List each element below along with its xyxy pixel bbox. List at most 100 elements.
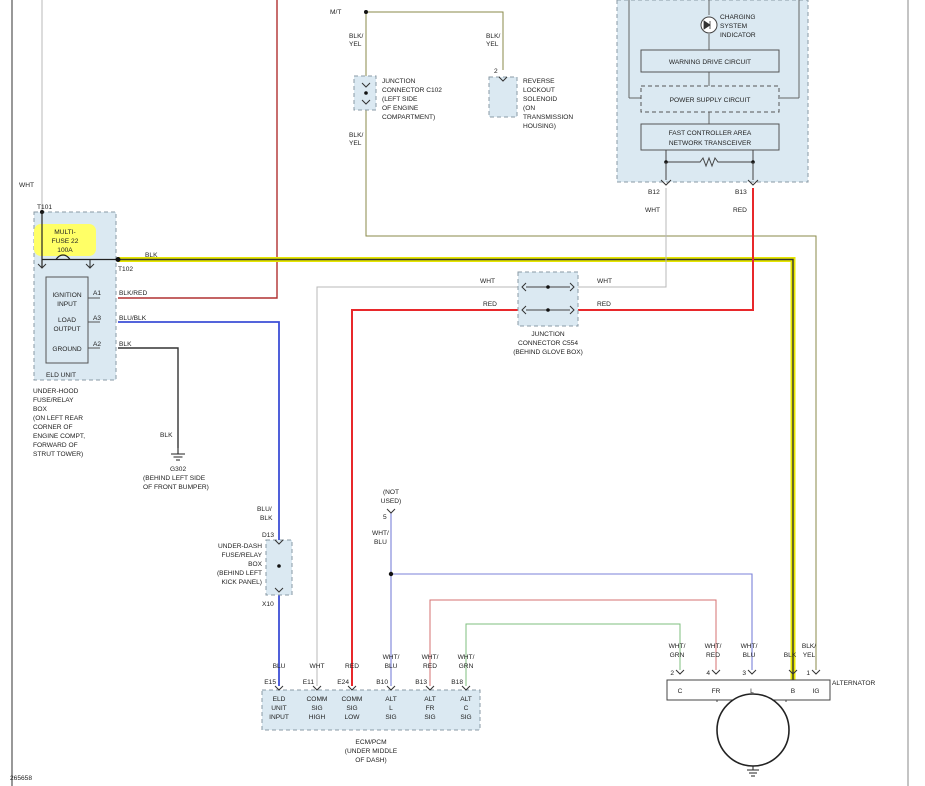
ground-g302-icon [171,448,185,461]
not-used-pin: 5 [383,514,387,521]
svg-text:JUNCTION: JUNCTION [531,331,565,338]
alternator-pin-2: 2 [670,670,674,677]
ecm-wire-label-5: WHT/ [458,654,475,661]
diagram-id: 265658 [10,775,32,782]
svg-text:(ON: (ON [523,105,535,112]
ecm-pin-function-3: SIG [385,714,396,721]
svg-text:SYSTEM: SYSTEM [720,23,747,30]
alternator-terminal-B: B [791,688,796,695]
svg-text:(ON LEFT REAR: (ON LEFT REAR [33,415,83,422]
wire-red-e24 [351,309,518,686]
can-transceiver-label-1: FAST CONTROLLER AREA [669,130,752,137]
alternator-wire-label-3: BLK [784,652,797,659]
svg-text:INDICATOR: INDICATOR [720,32,756,39]
ecm-pin-function-3: L [389,705,393,712]
ground-name: G302 [170,466,186,473]
c554-wht-left: WHT [480,278,495,285]
warning-drive-circuit-label: WARNING DRIVE CIRCUIT [669,59,751,66]
wire-blk-yel-ig [365,110,817,670]
eld-unit-label: ELD UNIT [46,372,76,379]
svg-text:FUSE/RELAY: FUSE/RELAY [33,397,74,404]
warning-drive-circuit [640,49,780,73]
alternator-name: ALTERNATOR [832,680,875,687]
ecm-wire-label-0: BLU [273,663,286,670]
wire-wht-e11 [316,286,518,686]
svg-text:CONNECTOR C554: CONNECTOR C554 [518,340,578,347]
power-supply-circuit [640,85,780,113]
power-supply-circuit-label: POWER SUPPLY CIRCUIT [670,97,751,104]
solenoid-label: REVERSELOCKOUTSOLENOID(ONTRANSMISSIONHOU… [523,78,573,130]
ecm-wire-label-4: RED [423,663,437,670]
ecm-wire-label-1: WHT [309,663,324,670]
ecm-pin-function-1: COMM [307,696,328,703]
ecm-wire-label-3: BLU [385,663,398,670]
wire-label-blk-red: BLK/RED [119,290,147,297]
ecm-pin-B10: B10 [376,679,388,686]
ecm-pin-function-1: HIGH [309,714,326,721]
wire-label-blk-yel-2b: YEL [486,41,499,48]
svg-text:STRUT TOWER): STRUT TOWER) [33,451,83,458]
ecm-wire-label-5: GRN [459,663,474,670]
pin-a3: A3 [93,315,101,322]
alternator-terminal-FR: FR [712,688,721,695]
svg-text:OUTPUT: OUTPUT [53,326,80,333]
alternator-terminal-L: L [750,688,754,695]
ecm-pin-function-5: C [464,705,469,712]
svg-text:BOX: BOX [33,406,48,413]
svg-text:CONNECTOR C102: CONNECTOR C102 [382,87,442,94]
wire-label-blk-yel-3b: YEL [349,140,362,147]
mt-label: M/T [330,9,341,16]
alternator-terminal-C: C [678,688,683,695]
ecm-pin-function-5: SIG [460,714,471,721]
svg-text:(BEHIND GLOVE BOX): (BEHIND GLOVE BOX) [513,349,583,356]
wht-blu-splice-dot [388,571,394,577]
terminal-t101: T101 [37,204,52,211]
ground-label: GROUND [52,346,82,353]
solenoid-pin: 2 [494,68,498,75]
wire-wht-b12 [578,188,667,288]
not-used-terminal-icon [386,508,396,514]
under-hood-fuse-relay-box [33,210,121,381]
ecm-pin-E24: E24 [337,679,349,686]
wire-label-blk-yel-1b: YEL [349,41,362,48]
wire-red-b13 [578,188,754,311]
wire-wht-blu-l [391,573,753,670]
wire-label-blu-blk: BLU/BLK [119,315,147,322]
wire-label-wht-blu-a: WHT/ [372,530,389,537]
ecm-pin-function-0: INPUT [269,714,289,721]
wire-label-blk-yel-3a: BLK/ [349,132,363,139]
svg-text:SOLENOID: SOLENOID [523,96,557,103]
eld-unit [45,276,89,364]
svg-text:(NOT: (NOT [383,489,399,496]
wire-label-blu-blk-b: BLK [260,515,273,522]
pin-b12: B12 [648,189,660,196]
pin-b13: B13 [735,189,747,196]
svg-text:ECM/PCM: ECM/PCM [355,739,386,746]
svg-text:JUNCTION: JUNCTION [382,78,416,85]
wire-label-wht-b12: WHT [645,207,660,214]
alternator-wire-label-4: BLK/ [802,643,816,650]
wire-label-blu-blk-a: BLU/ [257,506,272,513]
pin-a1: A1 [93,290,101,297]
alternator-pin-4: 4 [706,670,710,677]
ecm-pin-group: BLUE15ELDUNITINPUTWHTE11COMMSIGHIGHREDE2… [264,654,474,721]
multi-fuse-22-highlight [34,224,96,256]
svg-text:FORWARD OF: FORWARD OF [33,442,78,449]
alternator-wire-label-2: WHT/ [741,643,758,650]
wire-wht-red [429,599,717,686]
wire-wht-grn [465,623,681,686]
svg-text:HOUSING): HOUSING) [523,123,556,130]
alternator-pin-3: 3 [742,670,746,677]
svg-text:ENGINE COMPT,: ENGINE COMPT, [33,433,85,440]
pin-a2: A2 [93,341,101,348]
wire-label-wht-blu-b: BLU [374,539,387,546]
c554-red-left: RED [483,301,497,308]
wire-label-red-b13: RED [733,207,747,214]
svg-text:(BEHIND LEFT SIDE: (BEHIND LEFT SIDE [143,475,206,482]
